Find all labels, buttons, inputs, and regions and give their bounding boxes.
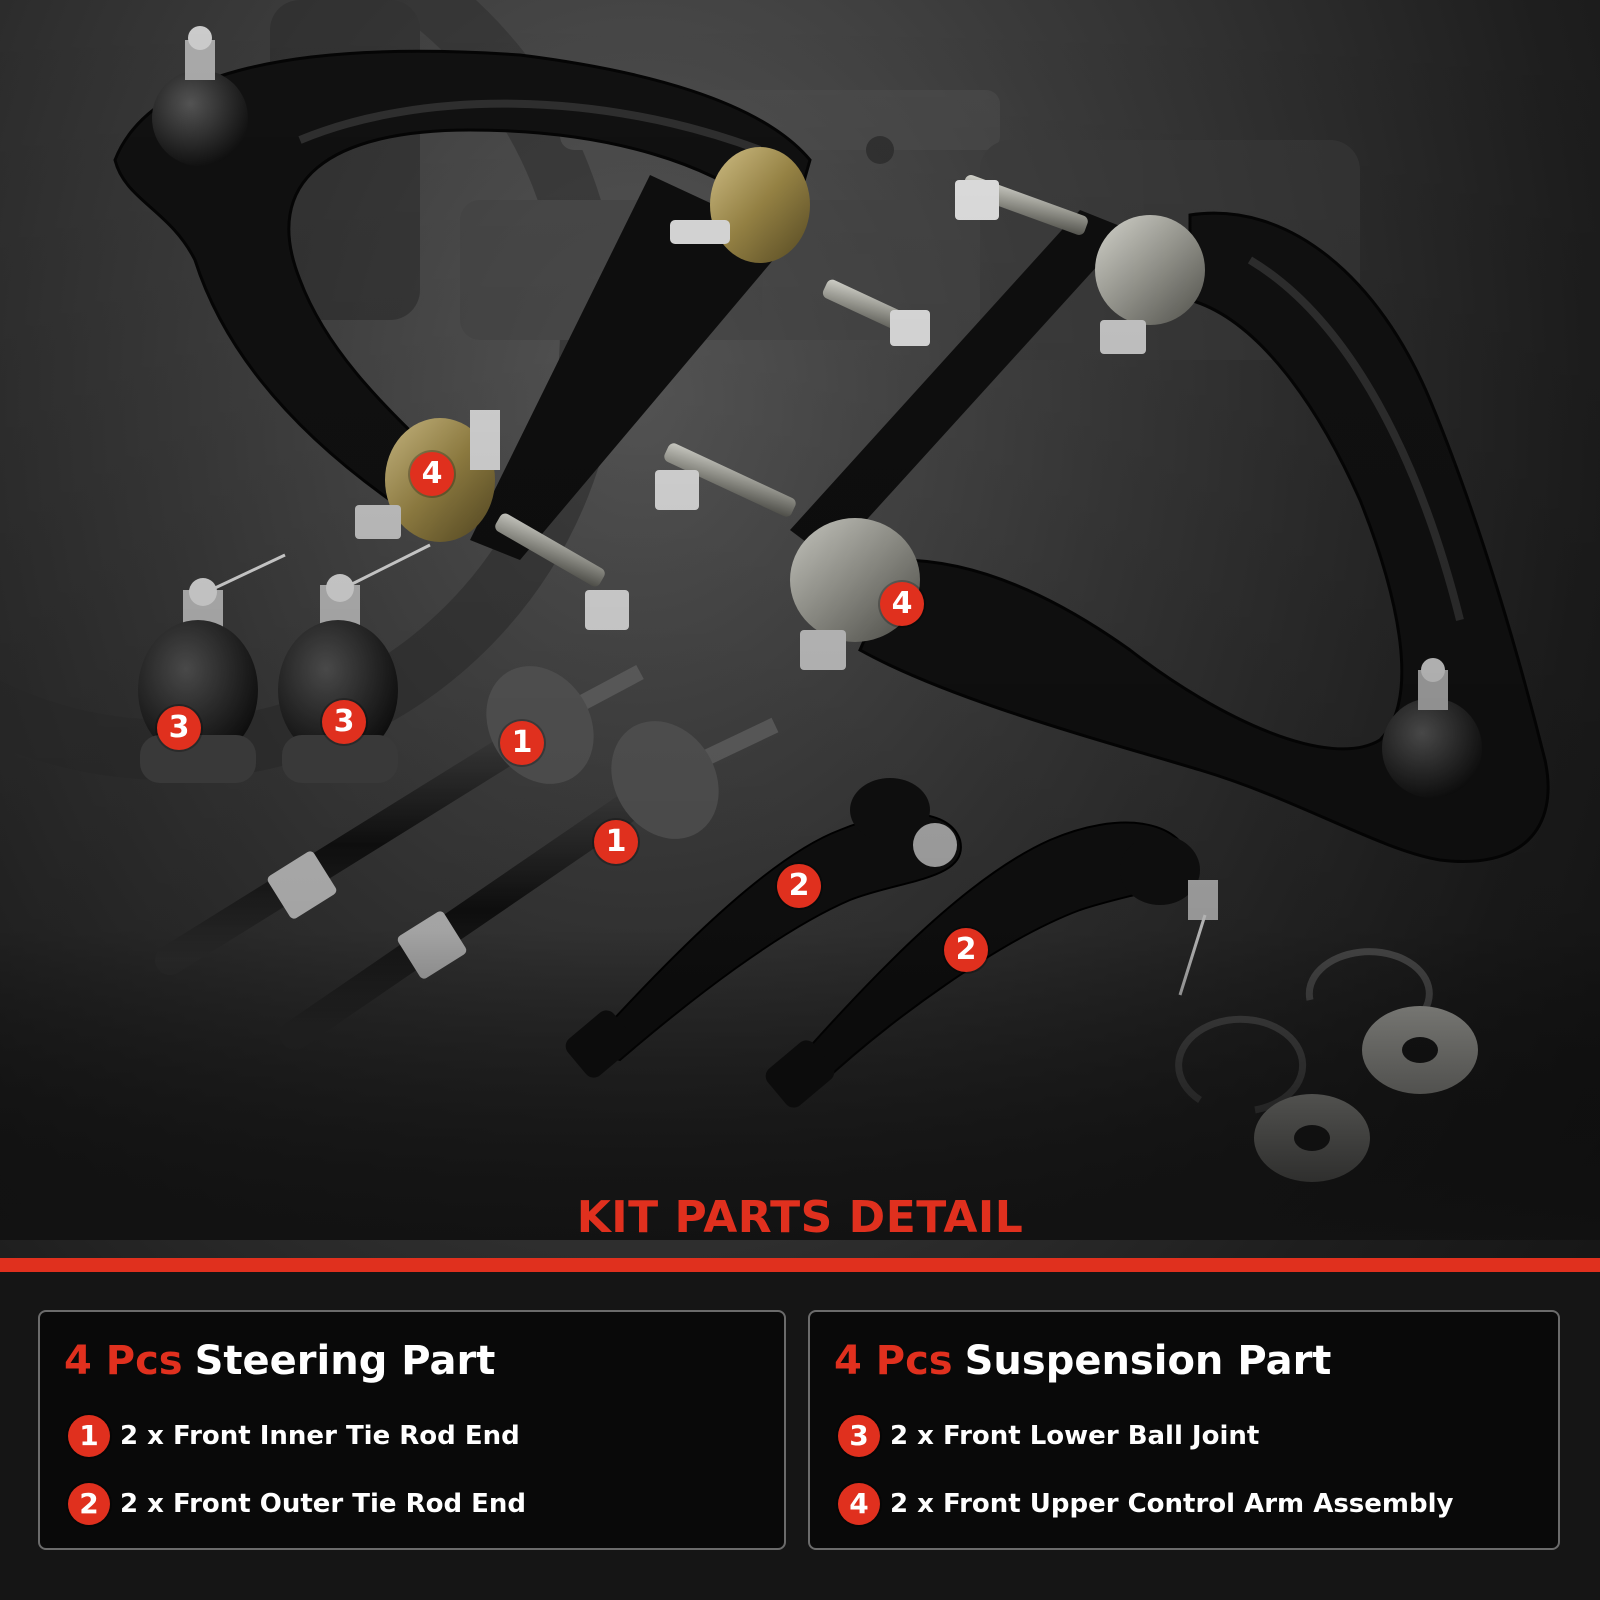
accent-divider <box>0 1258 1600 1272</box>
steering-qty: 4 Pcs <box>64 1338 183 1384</box>
list-item: 4 2 x Front Upper Control Arm Assembly <box>838 1482 1453 1526</box>
suspension-qty: 4 Pcs <box>834 1338 953 1384</box>
badge-ball-joint-b: 3 <box>322 700 366 744</box>
badge-control-arm-right: 4 <box>880 582 924 626</box>
suspension-title: Suspension Part <box>964 1338 1332 1384</box>
item-number-badge: 1 <box>68 1415 110 1457</box>
item-number-badge: 2 <box>68 1483 110 1525</box>
parts-photo <box>0 0 1600 1240</box>
badge-control-arm-left: 4 <box>410 452 454 496</box>
kit-parts-title: KIT PARTS DETAIL <box>576 1192 1024 1243</box>
list-item: 3 2 x Front Lower Ball Joint <box>838 1414 1259 1458</box>
item-label: 2 x Front Outer Tie Rod End <box>120 1489 527 1519</box>
badge-outer-tie-rod-a: 2 <box>777 864 821 908</box>
item-number-badge: 4 <box>838 1483 880 1525</box>
badge-outer-tie-rod-b: 2 <box>944 928 988 972</box>
item-label: 2 x Front Upper Control Arm Assembly <box>890 1489 1454 1519</box>
item-number-badge: 3 <box>838 1415 880 1457</box>
steering-title: Steering Part <box>194 1338 496 1384</box>
list-item: 1 2 x Front Inner Tie Rod End <box>68 1414 520 1458</box>
badge-inner-tie-rod-b: 1 <box>594 820 638 864</box>
badge-inner-tie-rod-a: 1 <box>500 721 544 765</box>
item-label: 2 x Front Inner Tie Rod End <box>120 1421 520 1451</box>
badge-ball-joint-a: 3 <box>157 706 201 750</box>
list-item: 2 2 x Front Outer Tie Rod End <box>68 1482 526 1526</box>
item-label: 2 x Front Lower Ball Joint <box>890 1421 1260 1451</box>
